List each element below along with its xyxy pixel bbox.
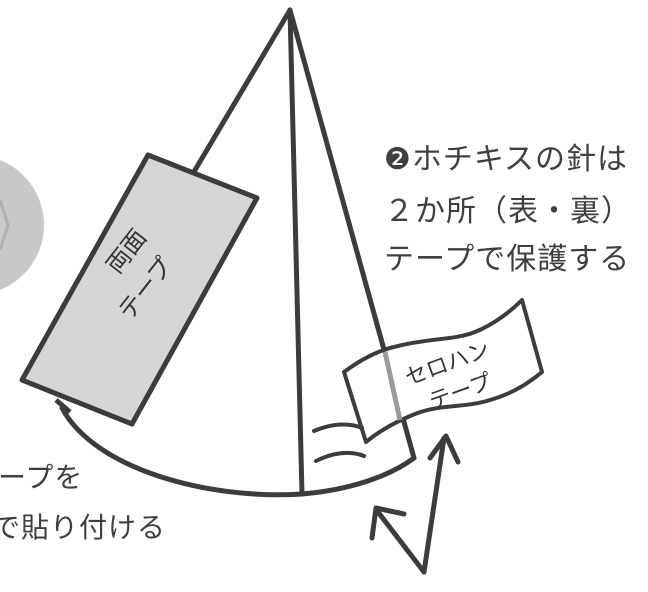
cone-left-edge: [192, 7, 293, 173]
partial-circle: [0, 160, 45, 290]
partial-circle-chevron: [0, 199, 10, 251]
arrow-right-shaft: [421, 435, 447, 575]
arc-start-mark: [54, 398, 72, 414]
double-tape-rect: [19, 152, 260, 427]
cone-center-seam: [287, 7, 305, 497]
arrow-left-shaft: [375, 509, 427, 575]
arrow-right-head: [427, 433, 461, 465]
staple-line-1: [312, 422, 364, 433]
cone-bottom-arc: [59, 405, 417, 498]
arrow-left-head: [369, 505, 407, 541]
instruction-line-1: ❷ホチキスの針は: [384, 142, 628, 177]
cello-tape-edge: [382, 351, 403, 421]
instruction-line-2: ２か所（表・裏）: [384, 194, 632, 229]
bottom-instruction-line-1: ープを: [0, 461, 84, 494]
instruction-line-3: テープで保護する: [384, 242, 631, 277]
bottom-instruction-line-2: で貼り付ける: [0, 511, 167, 544]
cello-tape-shape: [342, 298, 544, 444]
staple-line-2: [314, 450, 366, 463]
